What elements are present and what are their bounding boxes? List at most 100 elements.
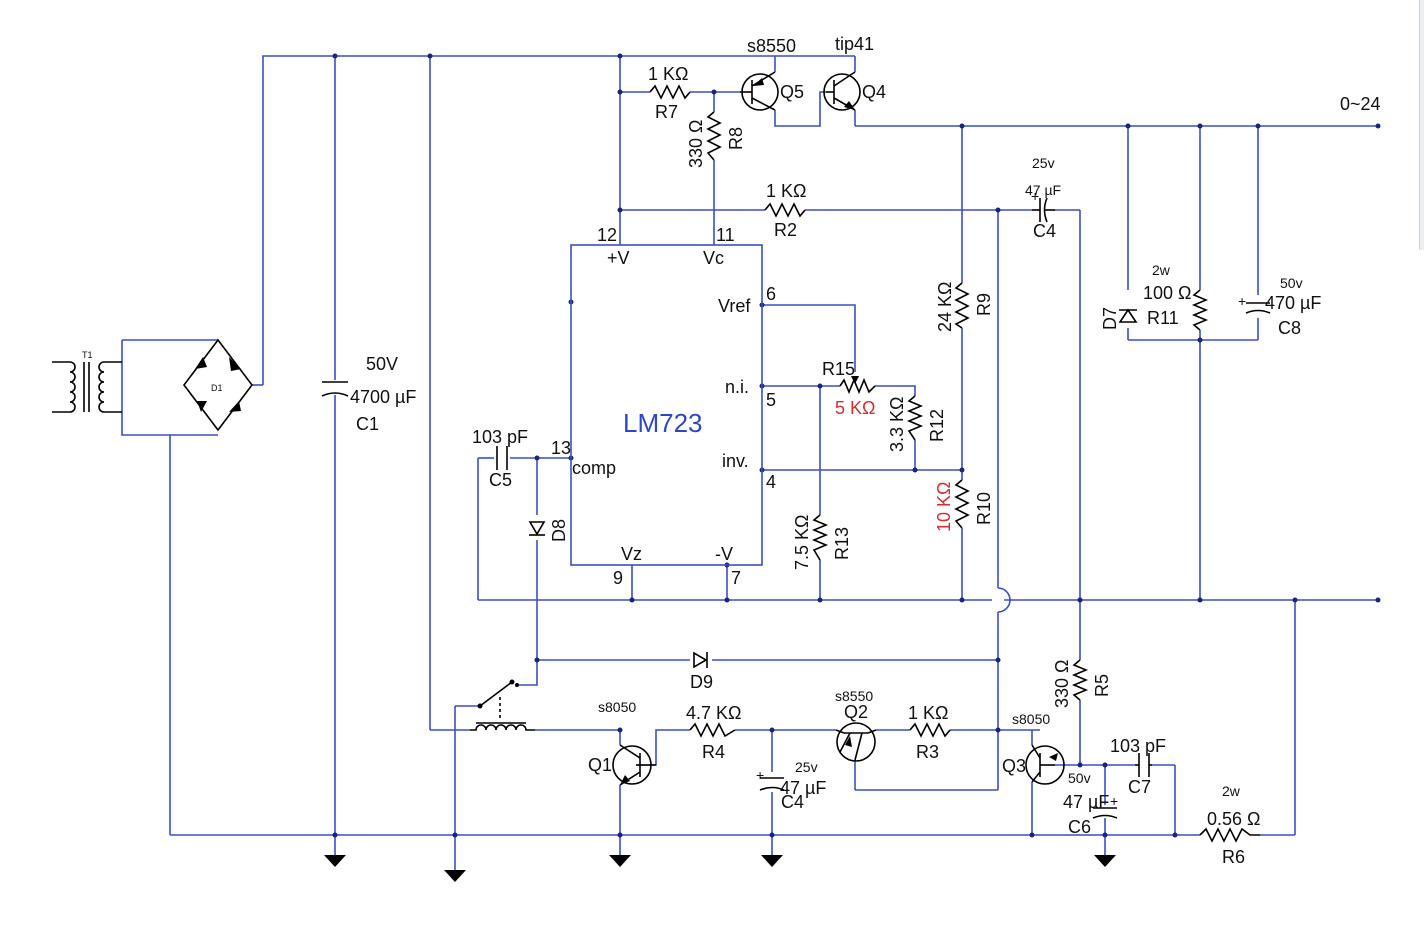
svg-text:Q3: Q3 (1002, 756, 1026, 776)
svg-text:50v: 50v (1068, 770, 1091, 786)
svg-text:tip41: tip41 (835, 34, 874, 54)
svg-text:C6: C6 (1068, 817, 1091, 837)
svg-text:330 Ω: 330 Ω (686, 120, 706, 169)
resistor-r7: 1 KΩ R7 (648, 64, 691, 122)
svg-text:Q1: Q1 (588, 755, 612, 775)
svg-text:13: 13 (551, 438, 571, 458)
svg-text:2w: 2w (1152, 262, 1171, 278)
resistor-r13: 7.5 KΩ R13 (792, 514, 852, 571)
capacitor-c7: 103 pF C7 (1110, 736, 1166, 797)
output-label: 0~24 (1340, 94, 1381, 114)
svg-text:50V: 50V (366, 354, 398, 374)
resistor-r4: 4.7 KΩ R4 (686, 703, 742, 762)
ground-symbols (324, 855, 1116, 882)
svg-text:s8550: s8550 (747, 36, 796, 56)
svg-text:0.56 Ω: 0.56 Ω (1207, 809, 1261, 829)
svg-text:Vref: Vref (718, 296, 751, 316)
svg-text:s8050: s8050 (598, 699, 636, 715)
svg-text:2w: 2w (1222, 783, 1241, 799)
bridge-label: D1 (211, 383, 223, 393)
resistor-r9: 24 KΩ R9 (935, 282, 994, 332)
svg-text:R7: R7 (655, 102, 678, 122)
scroll-edge (1419, 0, 1424, 250)
svg-text:comp: comp (572, 458, 616, 478)
svg-text:Q4: Q4 (862, 82, 886, 102)
svg-text:6: 6 (766, 284, 776, 304)
capacitor-c8: + 50v 470 µF C8 (1238, 275, 1321, 338)
svg-text:D9: D9 (690, 672, 713, 692)
svg-text:C7: C7 (1128, 777, 1151, 797)
transistor-q4: tip41 Q4 (823, 34, 886, 111)
svg-text:+: + (1238, 293, 1246, 309)
svg-text:+: + (1031, 188, 1039, 204)
svg-text:3.3 KΩ: 3.3 KΩ (887, 397, 907, 453)
svg-text:12: 12 (597, 225, 617, 245)
svg-text:7.5 KΩ: 7.5 KΩ (792, 515, 812, 571)
resistor-r10: 10 KΩ R10 (934, 479, 994, 532)
svg-text:n.i.: n.i. (725, 377, 749, 397)
transistor-q1: s8050 Q1 (588, 699, 656, 786)
lm723-chip: LM723 +V Vc Vref n.i. inv. comp Vz -V 12… (551, 225, 776, 588)
resistor-r8: 330 Ω R8 (686, 111, 746, 169)
relay (470, 679, 535, 731)
svg-text:R4: R4 (702, 742, 725, 762)
svg-text:4.7 KΩ: 4.7 KΩ (686, 703, 742, 723)
svg-text:Q5: Q5 (780, 82, 804, 102)
diode-d8: D8 (528, 519, 569, 542)
svg-text:R5: R5 (1092, 674, 1112, 697)
svg-text:5 KΩ: 5 KΩ (835, 398, 875, 418)
svg-text:R6: R6 (1222, 847, 1245, 867)
svg-text:R11: R11 (1147, 308, 1179, 328)
svg-text:Vz: Vz (621, 544, 642, 564)
svg-text:+: + (756, 767, 764, 783)
transistor-q3: s8050 Q3 (1002, 711, 1065, 785)
svg-text:100 Ω: 100 Ω (1143, 283, 1192, 303)
svg-text:D7: D7 (1100, 307, 1120, 330)
svg-text:4: 4 (766, 472, 776, 492)
wires (121, 55, 1378, 870)
transformer-t1: T1 (52, 350, 122, 413)
svg-text:C4: C4 (781, 792, 804, 812)
resistor-r3: 1 KΩ R3 (908, 703, 951, 762)
svg-text:Q2: Q2 (844, 702, 868, 722)
diode-d7: D7 (1100, 307, 1138, 330)
potentiometer-r15: R15 5 KΩ (822, 359, 876, 418)
svg-text:4700 µF: 4700 µF (350, 387, 416, 407)
resistor-r6: 2w 0.56 Ω R6 (1199, 783, 1261, 867)
svg-text:+V: +V (607, 248, 630, 268)
svg-text:1 KΩ: 1 KΩ (648, 64, 688, 84)
svg-text:+: + (1110, 793, 1118, 809)
resistor-r11: 2w 100 Ω R11 (1143, 262, 1209, 331)
svg-text:R12: R12 (927, 409, 947, 442)
svg-text:R2: R2 (774, 220, 797, 240)
transistor-q2: s8550 Q2 (835, 688, 877, 762)
svg-text:s8050: s8050 (1012, 711, 1050, 727)
resistor-r5: 330 Ω R5 (1052, 659, 1112, 708)
svg-text:R10: R10 (974, 492, 994, 525)
svg-text:C1: C1 (356, 414, 379, 434)
svg-text:inv.: inv. (722, 451, 749, 471)
svg-text:C4: C4 (1033, 221, 1056, 241)
svg-text:1 KΩ: 1 KΩ (908, 703, 948, 723)
capacitor-c5: 103 pF C5 (472, 427, 528, 490)
svg-text:R15: R15 (822, 359, 855, 379)
capacitor-c1: 50V 4700 µF C1 (321, 354, 416, 434)
svg-text:50v: 50v (1280, 275, 1303, 291)
svg-text:103 pF: 103 pF (472, 427, 528, 447)
resistor-r12: 3.3 KΩ R12 (887, 395, 947, 453)
svg-text:25v: 25v (795, 759, 818, 775)
diode-d9: D9 (690, 651, 713, 692)
svg-text:R13: R13 (832, 527, 852, 560)
svg-text:s8550: s8550 (835, 688, 873, 704)
capacitor-c4-top: + 25v 47 µF C4 (1025, 155, 1061, 241)
transistor-q5: s8550 Q5 (740, 36, 804, 111)
svg-text:25v: 25v (1032, 155, 1055, 171)
svg-text:47 µF: 47 µF (1025, 182, 1061, 198)
svg-text:5: 5 (766, 390, 776, 410)
svg-text:1 KΩ: 1 KΩ (766, 181, 806, 201)
svg-text:470 µF: 470 µF (1265, 293, 1321, 313)
capacitor-c4-bottom: + 25v 47 µF C4 (756, 759, 826, 812)
transformer-label: T1 (82, 350, 93, 360)
svg-text:103 pF: 103 pF (1110, 736, 1166, 756)
